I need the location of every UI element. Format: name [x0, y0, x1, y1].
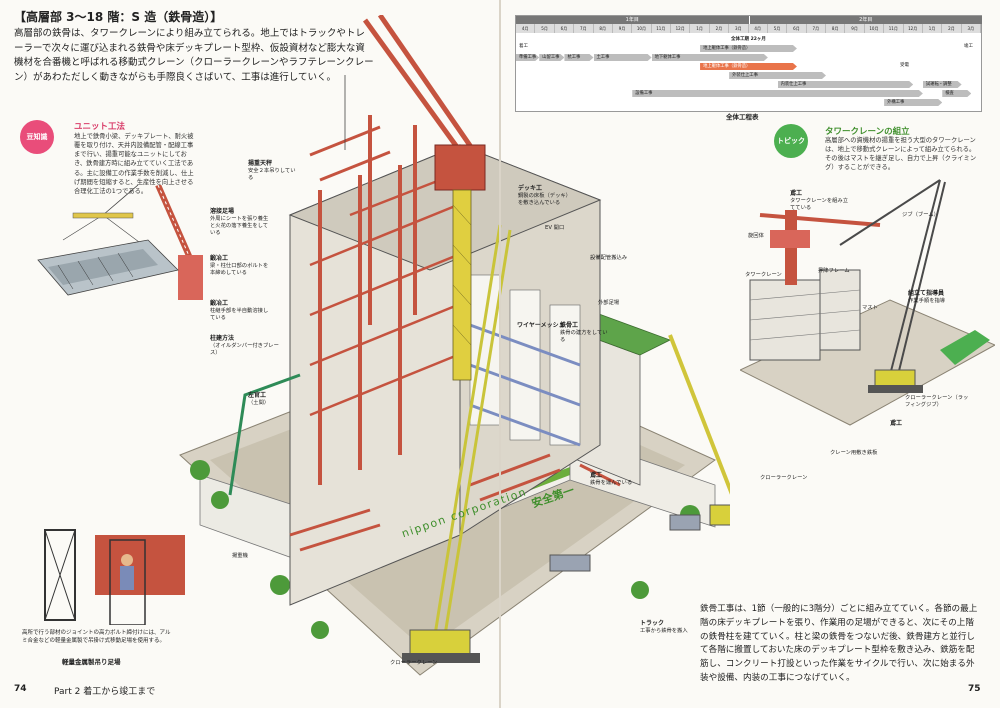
- crane-callout-crawler: クローラークレーン（ラッフィングジブ）: [905, 395, 969, 408]
- callout-crawler-crane-left: クローラークレーン: [390, 660, 438, 666]
- callout-plasterer: 左官工（土間）: [248, 392, 270, 406]
- gantt-bar: 地下躯体工事: [652, 54, 768, 61]
- gantt-month: 6月: [554, 24, 575, 33]
- gantt-month: 9月: [612, 24, 633, 33]
- section-title: 【高層部 3～18 階：S 造（鉄骨造）】: [14, 10, 223, 24]
- gantt-month: 4月: [748, 24, 768, 33]
- callout-welding-scaffold: 溶接足場外周にシートを張り養生と火花の落下養生をしている: [210, 208, 269, 236]
- crane-callout-steel-plate: クレーン用敷き鉄板: [830, 450, 878, 456]
- crane-callout-instructor: 組立て指導員作業手順を指導: [908, 290, 946, 304]
- gantt-month: 1月: [690, 24, 710, 33]
- construction-site-illustration: [179, 15, 730, 676]
- page-number-right: 75: [968, 684, 981, 694]
- gantt-caption: 全体工程表: [726, 113, 759, 121]
- unit-method-illustration: [37, 185, 203, 300]
- gantt-year-1: 1年目: [516, 16, 749, 24]
- gantt-bar: 外装仕上工事: [729, 72, 826, 79]
- gantt-month: 10月: [864, 24, 885, 33]
- gantt-month: 5月: [535, 24, 555, 33]
- crane-callout-jib: ジブ（ブーム）: [902, 212, 939, 218]
- topic-badge: トピック: [774, 124, 808, 158]
- gantt-bar: 検査: [942, 90, 971, 97]
- gantt-month: 7月: [574, 24, 594, 33]
- callout-equipment-pipes: 設備配管搬込み: [590, 255, 628, 261]
- callout-outer-scaffold: 外部足場: [598, 300, 620, 306]
- scaffold-label: 軽量金属製吊り足場: [62, 658, 121, 666]
- callout-hoist: 揚重機: [232, 553, 248, 559]
- milestone-end: 竣工: [964, 44, 973, 49]
- gantt-month: 8月: [826, 24, 846, 33]
- gantt-month: 3月: [729, 24, 749, 33]
- gantt-bar: 準備工事: [516, 54, 539, 61]
- scaffold-caption: 高所で行う部材のジョイントの高力ボルト締付けには、アルミ合金などの軽量金属製で吊…: [22, 630, 171, 644]
- callout-steeplejack: 鳶工鉄骨を運んでいる: [590, 472, 633, 486]
- tip-title: ユニット工法: [74, 122, 126, 132]
- gantt-bar: 地上躯体工事（鉄骨造）: [700, 45, 797, 52]
- right-body-text: 鉄骨工事は、1節（一般的に3階分）ごとに組み立てていく。各節の最上階の床デッキプ…: [700, 604, 978, 683]
- callout-truck: トラック工事から鉄骨を搬入: [640, 620, 688, 634]
- page-gutter: [499, 0, 501, 708]
- gantt-month: 10月: [632, 24, 652, 33]
- callout-ev-opening: EV 開口: [545, 225, 565, 231]
- callout-hoisting-beam: 揚重天秤安全２本吊りしている: [248, 160, 296, 181]
- gantt-month: 2月: [709, 24, 730, 33]
- topic-body: 高層部への資機材の揚重を担う大型のタワークレーンは、地上で移動式クレーンによって…: [825, 137, 977, 172]
- callout-smith-welding: 鍛冶工柱継手部を半自動溶接している: [210, 300, 269, 321]
- tower-crane-assembly-illustration: [740, 179, 995, 426]
- callout-column-method: 柱建方法（オイルダンパー付きブレース）: [210, 335, 279, 356]
- milestone-start: 着工: [519, 44, 528, 49]
- crane-callout-climbing-frame: 昇降フレーム: [818, 268, 850, 274]
- gantt-bar: 設備工事: [632, 90, 923, 97]
- gantt-year-2: 2年目: [748, 16, 982, 24]
- suspended-scaffold-illustration: [44, 529, 185, 625]
- crane-callout-tower-crane: タワークレーン: [745, 272, 782, 278]
- gantt-month: 9月: [845, 24, 865, 33]
- gantt-month: 12月: [903, 24, 923, 33]
- milestone-duration: 全体工期 22ヶ月: [731, 37, 766, 42]
- crane-callout-mast: マスト: [862, 305, 878, 311]
- milestone-power: 受電: [900, 63, 909, 68]
- callout-crawler-crane-right: クローラークレーン: [760, 475, 808, 481]
- gantt-bar: 試運転・調整: [923, 81, 962, 88]
- gantt-bar: 地上躯体工事（鉄骨造）: [700, 63, 797, 70]
- gantt-bar: 土工事: [594, 54, 652, 61]
- gantt-month: 11月: [651, 24, 671, 33]
- gantt-month: 1月: [922, 24, 943, 33]
- page-number-left: 74: [14, 684, 27, 694]
- intro-paragraph: 高層部の鉄骨は、タワークレーンにより組み立てられる。地上ではトラックやトレーラー…: [14, 28, 374, 84]
- crane-callout-steeplejack-2: 鳶工: [890, 420, 903, 427]
- gantt-month: 8月: [593, 24, 613, 33]
- gantt-bar: 外構工事: [884, 99, 942, 106]
- tip-body: 地上で鉄骨小梁、デッキプレート、耐火被覆を取り付け、天井内設備配管・配線工事まで…: [74, 133, 194, 195]
- gantt-month: 6月: [787, 24, 807, 33]
- crane-callout-slewing: 旋回体: [748, 233, 764, 239]
- crane-callout-steeplejack: 鳶工タワークレーンを組み立てている: [790, 190, 849, 211]
- gantt-month: 2月: [942, 24, 962, 33]
- gantt-month: 12月: [671, 24, 691, 33]
- gantt-month: 4月: [516, 24, 536, 33]
- gantt-bar: 杭工事: [564, 54, 593, 61]
- topic-title: タワークレーンの組立: [825, 127, 910, 137]
- part-label: Part 2 着工から竣工まで: [54, 687, 156, 697]
- callout-wire-mesh: ワイヤーメッシュ: [517, 322, 565, 329]
- callout-steel-worker: 鉄骨工鉄骨の建方をしている: [560, 322, 608, 343]
- gantt-bar: 山留工事: [539, 54, 564, 61]
- callout-smith-bolts: 鍛冶工梁・柱仕口部のボルトを本締めしている: [210, 255, 269, 276]
- tip-badge: 豆知識: [20, 120, 54, 154]
- gantt-month: 5月: [767, 24, 788, 33]
- callout-deck-worker: デッキ工鋼製の床板（デッキ）を敷き込んでいる: [518, 185, 571, 206]
- gantt-month: 3月: [961, 24, 981, 33]
- gantt-month: 11月: [884, 24, 904, 33]
- gantt-month: 7月: [806, 24, 826, 33]
- gantt-bar: 内装仕上工事: [778, 81, 914, 88]
